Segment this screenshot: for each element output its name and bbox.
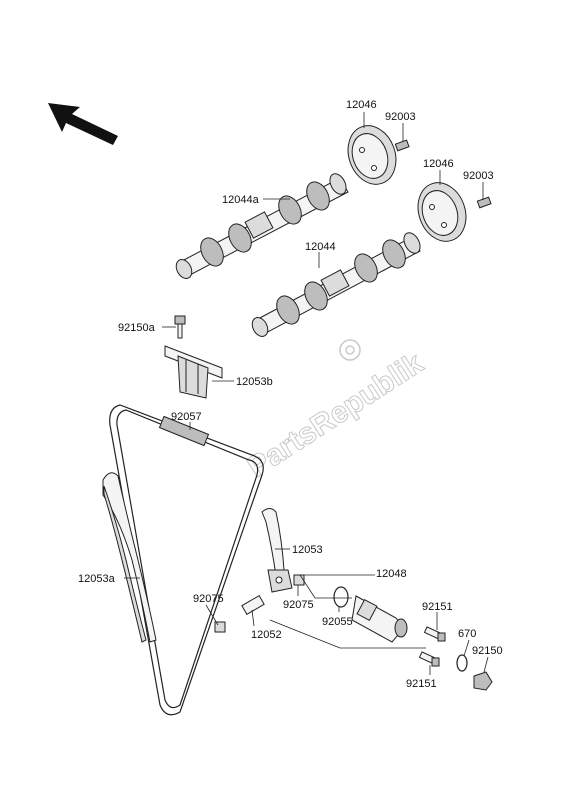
chain-tensioner[interactable]	[351, 595, 408, 643]
callout-12053a: 12053a	[78, 573, 116, 585]
gasket-ring[interactable]	[456, 654, 468, 672]
callout-12053: 12053	[292, 544, 323, 556]
callout-92003-upper: 92003	[385, 111, 416, 123]
callout-92151-upper: 92151	[422, 601, 453, 613]
callout-12044a: 12044a	[222, 194, 260, 206]
callout-92150: 92150	[472, 645, 503, 657]
callout-92150a: 92150a	[118, 322, 156, 334]
callout-92151-lower: 92151	[406, 678, 437, 690]
camshaft-upper[interactable]	[173, 171, 349, 281]
o-ring[interactable]	[333, 586, 349, 608]
callout-12046-lower: 12046	[423, 158, 454, 170]
front-direction-arrow	[48, 103, 118, 145]
callout-12044: 12044	[305, 241, 336, 253]
tensioner-bolt-upper[interactable]	[423, 626, 446, 642]
collar-right[interactable]	[293, 574, 305, 586]
watermark-text: PartsRepublik	[242, 346, 429, 484]
watermark-gear-icon	[339, 339, 361, 361]
callout-92075-left: 92075	[193, 593, 224, 605]
callout-670: 670	[458, 628, 476, 640]
callout-92057: 92057	[171, 411, 202, 423]
tensioner-guide[interactable]	[261, 508, 293, 593]
cam-chain[interactable]	[109, 404, 264, 716]
collar-left[interactable]	[214, 621, 226, 633]
callout-labels: 12046 92003 12046 92003 12044a 12044 921…	[78, 99, 503, 690]
pivot-pin[interactable]	[241, 594, 265, 616]
callout-12048: 12048	[376, 568, 407, 580]
chain-guide-top[interactable]	[164, 345, 223, 399]
guide-bolt-top[interactable]	[174, 315, 186, 339]
sprocket-bolt-upper[interactable]	[394, 139, 410, 152]
cam-sprocket-lower[interactable]	[410, 176, 474, 248]
callout-92003-lower: 92003	[463, 170, 494, 182]
chain-guide-left[interactable]	[102, 472, 157, 643]
camshaft-lower[interactable]	[249, 230, 423, 339]
callout-92055: 92055	[322, 616, 353, 628]
callout-92075-right: 92075	[283, 599, 314, 611]
sprocket-bolt-lower[interactable]	[476, 196, 492, 209]
cam-sprocket-upper[interactable]	[340, 119, 404, 191]
tensioner-bolt-lower[interactable]	[418, 651, 440, 667]
callout-12052: 12052	[251, 629, 282, 641]
leader-lines	[124, 112, 489, 675]
tensioner-cap-bolt[interactable]	[473, 671, 493, 691]
callout-12046-upper: 12046	[346, 99, 377, 111]
callout-12053b: 12053b	[236, 376, 273, 388]
